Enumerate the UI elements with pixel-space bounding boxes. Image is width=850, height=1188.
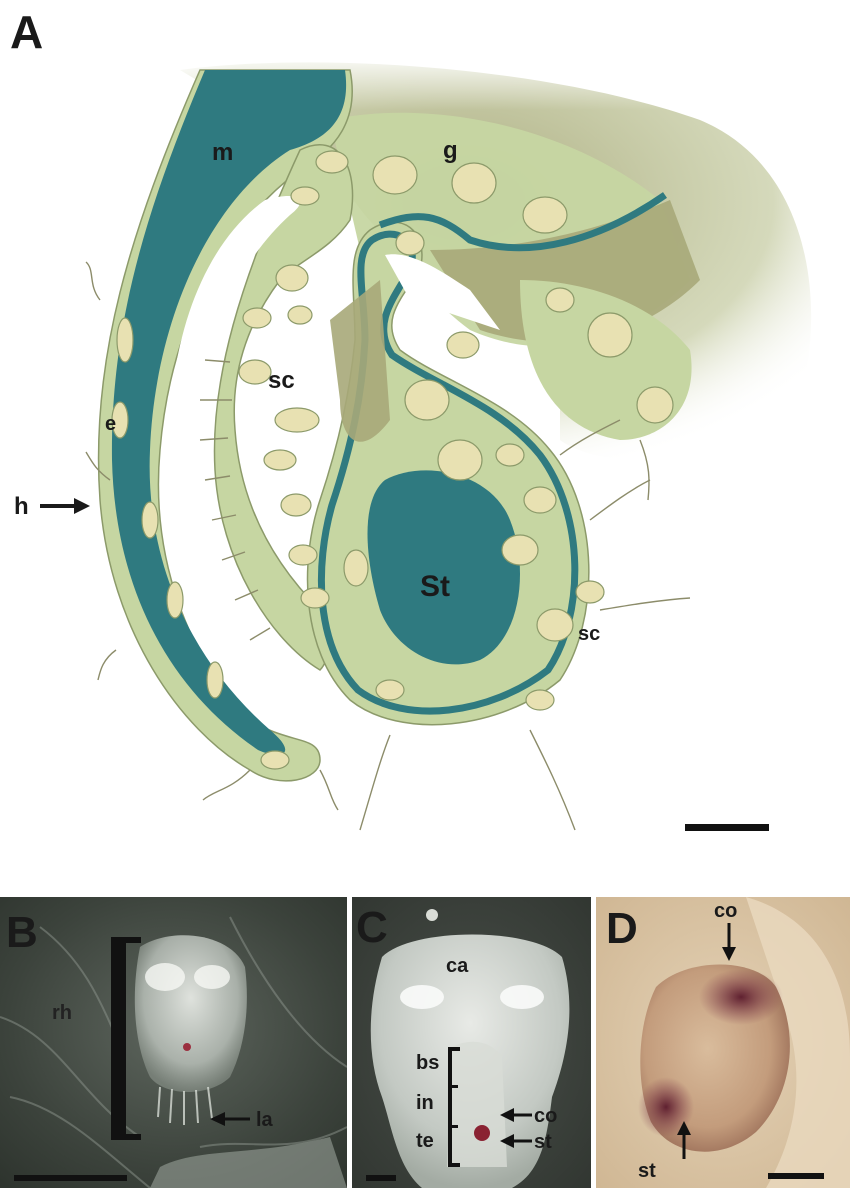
panel-d: D co st	[596, 897, 850, 1188]
bell-highlight-right	[194, 965, 230, 989]
scale-bar-c	[366, 1175, 396, 1181]
panel-b-photo: B rh la	[0, 897, 347, 1188]
panel-d-photo: D co st	[596, 897, 850, 1188]
label-co: co	[534, 1105, 557, 1127]
label-rh: rh	[52, 1002, 72, 1024]
panel-a-letter: A	[10, 6, 43, 58]
panel-a-diagram: A	[0, 0, 850, 880]
bell-highlight-right	[500, 985, 544, 1009]
label-g: g	[443, 137, 458, 164]
label-sc-upper: sc	[268, 367, 295, 394]
scale-bar-a	[685, 824, 769, 831]
bubble	[426, 909, 438, 921]
crystal-dot	[183, 1043, 191, 1051]
crystal-co	[474, 1125, 490, 1141]
arrow-h	[40, 498, 90, 514]
panel-c: C ca bs in te co st	[352, 897, 591, 1188]
bell-highlight-left	[400, 985, 444, 1009]
label-te: te	[416, 1130, 434, 1152]
panel-b-letter: B	[6, 908, 38, 957]
panel-d-letter: D	[606, 904, 638, 953]
label-st: st	[534, 1131, 552, 1153]
label-st-d: st	[638, 1160, 656, 1182]
label-ca: ca	[446, 955, 469, 977]
bell-highlight-left	[145, 963, 185, 991]
scale-bar-b	[14, 1175, 127, 1181]
label-in: in	[416, 1092, 434, 1114]
label-st-big: St	[420, 570, 450, 603]
panel-c-photo: C ca bs in te co st	[352, 897, 591, 1188]
panel-c-letter: C	[356, 903, 388, 952]
label-m: m	[212, 139, 233, 166]
label-e: e	[105, 413, 116, 435]
label-h: h	[14, 493, 29, 520]
label-sc-lower: sc	[578, 623, 600, 645]
stain-co	[699, 969, 783, 1025]
label-la: la	[256, 1109, 274, 1131]
dark-cytoplasm	[330, 280, 390, 442]
label-bs: bs	[416, 1052, 439, 1074]
scale-bar-d	[768, 1173, 824, 1179]
panel-a: A	[0, 0, 850, 880]
rhopalium-bell	[135, 935, 247, 1092]
label-co-d: co	[714, 900, 737, 922]
rhopalium-stalk	[447, 1042, 507, 1167]
panel-b: B rh la	[0, 897, 347, 1188]
